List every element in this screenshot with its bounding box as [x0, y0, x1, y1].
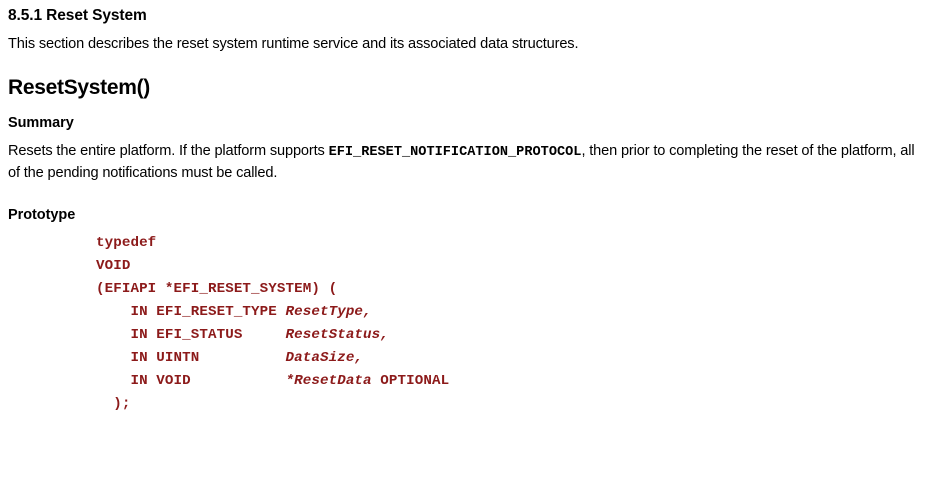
code-type: IN EFI_RESET_TYPE [96, 303, 286, 320]
summary-text-before: Resets the entire platform. If the platf… [8, 142, 329, 159]
code-line: ); [96, 395, 131, 412]
code-modifier: OPTIONAL [371, 372, 450, 389]
code-line: IN UINTN DataSize, [96, 347, 918, 370]
section-intro-paragraph: This section describes the reset system … [8, 36, 579, 53]
summary-text-after: , then prior to completing the reset of … [8, 142, 915, 181]
code-line: VOID [96, 257, 131, 274]
summary-paragraph: Resets the entire platform. If the platf… [8, 141, 918, 184]
api-title-heading: ResetSystem() [8, 75, 150, 99]
code-parameter-name: ResetType, [285, 303, 372, 320]
code-line: typedef [96, 234, 157, 251]
code-line: IN EFI_RESET_TYPE ResetType, [96, 301, 918, 324]
code-line: IN VOID *ResetData OPTIONAL [96, 370, 918, 393]
code-type: IN UINTN [96, 349, 286, 366]
code-type: IN EFI_STATUS [96, 326, 286, 343]
prototype-heading: Prototype [8, 206, 76, 223]
inline-code-protocol: EFI_RESET_NOTIFICATION_PROTOCOL [328, 144, 582, 160]
document-page: 8.5.1 Reset System This section describe… [8, 7, 918, 416]
code-line: IN EFI_STATUS ResetStatus, [96, 324, 918, 347]
summary-heading: Summary [8, 114, 74, 131]
code-parameter-name: DataSize, [285, 349, 364, 366]
code-parameter-name: ResetStatus, [285, 326, 389, 343]
code-type: IN VOID [96, 372, 286, 389]
code-line: (EFIAPI *EFI_RESET_SYSTEM) ( [96, 280, 338, 297]
code-parameter-name: *ResetData [285, 372, 372, 389]
section-heading: 8.5.1 Reset System [8, 7, 147, 24]
